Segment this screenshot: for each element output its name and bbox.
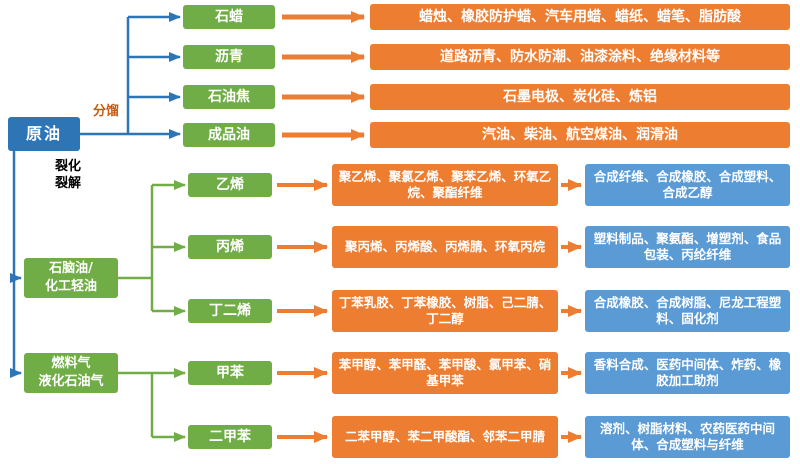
uses-box-toluene: 香料合成、医药中间体、炸药、橡胶加工助剂 [585, 352, 790, 394]
products-box-paraffin: 蜡烛、橡胶防护蜡、汽车用蜡、蜡纸、蜡笔、脂肪酸 [370, 4, 790, 30]
source-box-naphtha: 石脑油/ 化工轻油 [24, 258, 118, 298]
source-box-line1: 燃料气 [51, 356, 91, 372]
products-box-toluene: 苯甲醇、苯甲醛、苯甲酸、氯甲苯、硝基甲苯 [332, 352, 558, 394]
cracking-product-arrows [277, 179, 582, 443]
chemical-box-refined-oil: 成品油 [183, 123, 275, 147]
source-box-fuel-gas: 燃料气 液化石油气 [24, 353, 118, 393]
chemical-box-xylene: 二甲苯 [188, 425, 272, 449]
chemical-box-toluene: 甲苯 [188, 361, 272, 385]
chemical-box-butadiene: 丁二烯 [188, 299, 272, 323]
chemical-box-paraffin: 石蜡 [183, 5, 275, 29]
products-box-refined-oil: 汽油、柴油、航空煤油、润滑油 [370, 122, 790, 148]
products-box-ethylene: 聚乙烯、聚氯乙烯、聚苯乙烯、环氧乙烷、聚酯纤维 [332, 164, 558, 206]
fractionation-label: 分馏 [93, 104, 120, 119]
cracking-connectors [118, 180, 186, 442]
uses-box-butadiene: 合成橡胶、合成树脂、尼龙工程塑料、固化剂 [585, 290, 790, 332]
fractionation-connectors [10, 12, 181, 378]
products-box-xylene: 二苯甲醇、苯二甲酸酯、邻苯二甲腈 [332, 416, 558, 458]
chemical-box-ethylene: 乙烯 [188, 173, 272, 197]
uses-box-xylene: 溶剂、树脂材料、农药医药中间体、合成塑料与纤维 [585, 416, 790, 458]
products-box-asphalt: 道路沥青、防水防潮、油漆涂料、绝缘材料等 [370, 44, 790, 70]
source-box-line2: 化工轻油 [44, 279, 97, 294]
cracking-label: 裂化 [55, 159, 82, 174]
source-box-line1: 石脑油/ [49, 261, 93, 277]
products-box-butadiene: 丁苯乳胶、丁苯橡胶、树脂、己二腈、丁二醇 [332, 290, 558, 332]
chemical-box-propylene: 丙烯 [188, 235, 272, 259]
chemical-box-petroleum-coke: 石油焦 [183, 85, 275, 109]
chemical-box-asphalt: 沥青 [183, 45, 275, 69]
uses-box-ethylene: 合成纤维、合成橡胶、合成塑料、合成乙醇 [585, 164, 790, 206]
source-box-line2: 液化石油气 [38, 374, 104, 389]
fractionation-product-arrows [282, 11, 365, 141]
pyrolysis-label: 裂解 [55, 176, 82, 191]
uses-box-propylene: 塑料制品、聚氨酯、增塑剂、食品包装、丙纶纤维 [585, 226, 790, 268]
products-box-petroleum-coke: 石墨电极、炭化硅、炼铝 [370, 84, 790, 110]
products-box-propylene: 聚丙烯、丙烯酸、丙烯腈、环氧丙烷 [332, 226, 558, 268]
crude-oil-box: 原油 [8, 117, 80, 151]
